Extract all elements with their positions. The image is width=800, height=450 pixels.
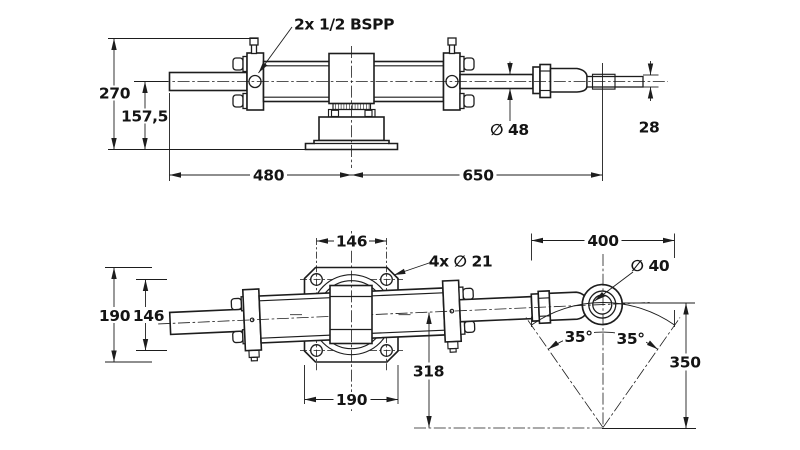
bleed-valve-right: [448, 43, 456, 55]
dim-overall-height: 270: [99, 85, 131, 103]
dim-rod-end-width: 28: [639, 119, 660, 137]
serration-ticks: [335, 103, 370, 110]
tie-rod-nut: [463, 94, 475, 108]
plan-view: 146 4x ∅ 21 400 ∅ 40 190 146 190 35° 35°…: [99, 231, 702, 429]
swing-limit-line-left: [525, 317, 604, 428]
tie-rod-nut: [462, 287, 474, 301]
bleed-valve-tip: [449, 347, 457, 353]
dim-axis-to-pivot: 318: [413, 363, 444, 381]
tie-rod-nut: [463, 320, 476, 334]
side-view-dimensions: [108, 26, 659, 181]
rod-coupler-sleeve: [549, 67, 588, 93]
dim-flange-height: 190: [99, 307, 131, 325]
dim-flange-width: 190: [336, 391, 368, 409]
dim-axis-height: 157,5: [121, 108, 168, 126]
bleed-valve-cap: [447, 37, 457, 46]
dim-sweep-width: 400: [587, 232, 619, 250]
clamp-bolt: [330, 109, 340, 118]
clamp-bolt: [364, 109, 373, 118]
dim-left-length: 480: [253, 167, 285, 185]
dim-angle-left: 35°: [564, 328, 592, 346]
tie-rod-nut: [230, 297, 243, 311]
mount-saddle-plan: [329, 284, 373, 345]
cylinder-assembly-plan: [158, 279, 650, 362]
ball-joint-callout: ∅ 40: [631, 257, 670, 275]
dim-rod-diameter: ∅ 48: [490, 121, 529, 139]
dim-hole-pitch-vertical: 146: [133, 307, 164, 325]
dim-right-length: 650: [462, 167, 494, 185]
tie-rod-nut: [232, 330, 244, 344]
mount-hole-callout: 4x ∅ 21: [429, 253, 493, 271]
rod-coupler-sleeve-plan: [548, 291, 588, 322]
rod-lock-nut: [539, 63, 552, 99]
tilted-axis-centerline: [158, 302, 650, 325]
dim-hole-pitch-horizontal: 146: [336, 232, 367, 250]
port-thread-label: 2x 1/2 BSPP: [294, 16, 394, 34]
rod-washer: [532, 66, 541, 95]
tie-rod-nut: [232, 57, 244, 71]
tie-rod-nut: [463, 57, 475, 71]
side-view: 2x 1/2 BSPP 270 157,5 480 650 ∅ 48 28: [99, 16, 668, 185]
swing-limit-line-right: [602, 317, 681, 428]
dim-pivot-radius: 350: [669, 354, 701, 372]
dim-angle-right: 35°: [616, 330, 644, 348]
bleed-valve-cap: [249, 37, 259, 46]
tie-rod-nut: [232, 94, 244, 108]
bleed-valve-left: [250, 43, 258, 55]
bleed-valve-tip: [250, 356, 258, 362]
hole-centerlines: [300, 238, 403, 371]
